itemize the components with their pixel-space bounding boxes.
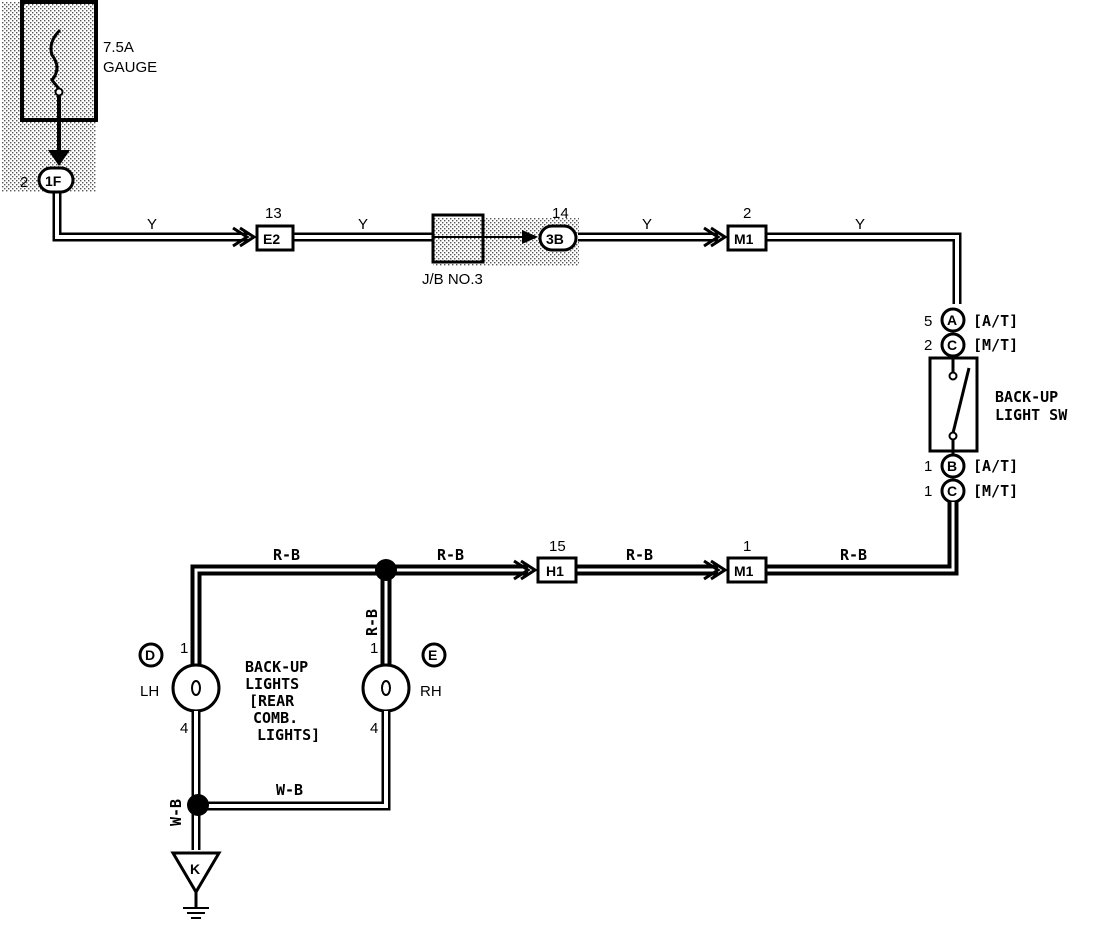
connector-c-bot-pin: 1 [924,483,932,500]
lamp-lh [171,663,221,713]
connector-3b-pin: 14 [552,205,569,222]
connector-c-bot-note: [M/T] [973,482,1018,500]
wire-label-y: Y [855,216,865,233]
switch-label-line1: BACK-UP [995,388,1058,406]
arrow-down-icon [48,150,70,166]
connector-1f-id: 1F [45,173,62,189]
lamp-lh-id-circle [138,642,164,668]
lamp-lh-id: D [145,647,155,663]
lamp-lh-pin-top: 1 [180,640,188,657]
lamp-rh-pin-bottom: 4 [370,720,378,737]
connector-c-top-id: C [947,337,957,353]
connector-arrow-icon [703,226,728,248]
connector-3b [538,224,578,252]
splice-point [375,559,397,581]
lamp-label-line2: LIGHTS [245,675,299,693]
connector-m1-top-id: M1 [734,231,754,247]
wire-label-rb: R-B [437,546,464,564]
connector-m1-top-pin: 2 [743,205,751,222]
bulb-filament-icon [381,680,391,696]
connector-h1-id: H1 [546,563,564,579]
splice-point [187,794,209,816]
lamp-rh-id: E [428,647,437,663]
connector-c-top-note: [M/T] [973,336,1018,354]
wire-label-rb: R-B [840,546,867,564]
wire-label-wb-vertical: W-B [167,799,185,826]
lamp-lh-pin-bottom: 4 [180,720,188,737]
connector-b-id: B [947,458,957,474]
wire-label-rb: R-B [273,546,300,564]
bulb-filament-icon [191,680,201,696]
fuse-element-icon [49,28,62,91]
connector-e2-id: E2 [263,231,280,247]
junction-block [431,213,485,264]
connector-a-id: A [947,312,957,328]
ground-symbol-icon [183,907,209,919]
connector-c-top-pin: 2 [924,337,932,354]
wire-label-wb: W-B [276,781,303,799]
connector-c-bot-id: C [947,483,957,499]
lamp-label-line3: [REAR [249,692,295,710]
connector-h1 [536,556,578,584]
lamp-label-line1: BACK-UP [245,658,308,676]
connector-a-pin: 5 [924,313,932,330]
connector-e2 [255,224,295,252]
connector-m1-top [726,224,768,252]
wire-label-y: Y [358,216,368,233]
connector-a-note: [A/T] [973,312,1018,330]
switch-contact-icon [951,367,971,434]
connector-a [940,307,966,333]
fuse-name: GAUGE [103,59,157,76]
lamp-rh-pin-top: 1 [370,640,378,657]
lamp-rh-id-circle [421,642,447,668]
connector-3b-id: 3B [546,231,564,247]
connector-m1-bot [726,556,768,584]
connector-arrow-icon [232,226,257,248]
wire-label-y: Y [147,216,157,233]
fuse-rating: 7.5A [103,39,134,56]
connector-b [940,453,966,479]
wire-label-rb-vertical: R-B [363,609,381,636]
lamp-rh-side: RH [420,683,442,700]
connector-b-note: [A/T] [973,457,1018,475]
connector-h1-pin: 15 [549,538,566,555]
lamp-label-line4: COMB. [253,709,298,727]
connector-m1-bot-pin: 1 [743,538,751,555]
switch-label-line2: LIGHT SW [995,406,1068,424]
connector-arrow-icon [703,559,728,581]
connector-arrow-icon [513,559,538,581]
connector-m1-bot-id: M1 [734,563,754,579]
junction-block-label: J/B NO.3 [422,271,483,288]
wire-label-y: Y [642,216,652,233]
fuse-shading [2,2,96,192]
lamp-label-line5: LIGHTS] [257,726,320,744]
connector-1f-pin: 2 [20,174,28,191]
lamp-rh [361,663,411,713]
ground-id: K [190,861,200,877]
connector-1f [37,166,75,194]
connector-b-pin: 1 [924,458,932,475]
wire-label-rb: R-B [626,546,653,564]
connector-e2-pin: 13 [265,205,282,222]
ground-connector [170,851,222,895]
arrow-right-icon [522,230,538,244]
lamp-lh-side: LH [140,683,159,700]
